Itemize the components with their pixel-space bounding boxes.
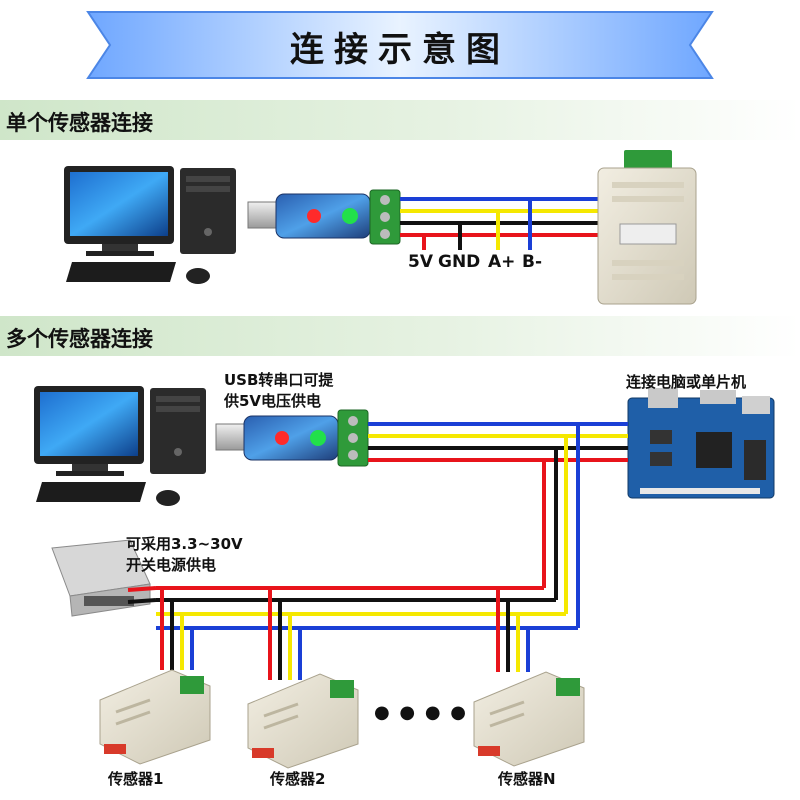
psu-note: 可采用3.3~30V 开关电源供电 — [126, 534, 243, 576]
usb-note-line1: USB转串口可提 — [224, 371, 334, 389]
sensor-label-n: 传感器N — [498, 770, 556, 788]
computer-icon — [64, 166, 236, 284]
pin-label-gnd: GND — [438, 252, 481, 272]
sensor-2-icon — [247, 673, 359, 769]
pin-label-a: A+ — [488, 252, 516, 272]
sensor-device-icon — [597, 150, 697, 305]
sensor-ellipsis: ● ● ● ● — [374, 702, 468, 723]
computer-icon-multi — [34, 386, 206, 506]
sensor-label-2: 传感器2 — [270, 770, 326, 788]
section-title-multi: 多个传感器连接 — [6, 327, 153, 351]
psu-note-line1: 可采用3.3~30V — [126, 535, 243, 553]
usb-converter-icon-multi — [215, 409, 369, 467]
sensor-n-icon — [473, 671, 585, 767]
section-title-single: 单个传感器连接 — [6, 111, 153, 135]
usb-note: USB转串口可提 供5V电压供电 — [224, 370, 333, 412]
usb-converter-icon — [247, 189, 401, 245]
section-bar-multi — [0, 316, 800, 356]
section-bar-single — [0, 100, 800, 140]
pin-label-b: B- — [522, 252, 543, 272]
page-title: 连接示意图 — [290, 30, 510, 70]
sensor-1-icon — [99, 669, 211, 765]
title-banner — [86, 11, 714, 79]
host-note: 连接电脑或单片机 — [626, 373, 747, 391]
sensor-label-1: 传感器1 — [108, 770, 164, 788]
host-board-icon — [627, 388, 775, 499]
multi-sensor-wires — [127, 422, 628, 680]
pin-label-5v: 5V — [408, 252, 433, 272]
psu-note-line2: 开关电源供电 — [126, 556, 217, 574]
usb-note-line2: 供5V电压供电 — [224, 392, 322, 410]
power-supply-icon — [51, 539, 151, 617]
